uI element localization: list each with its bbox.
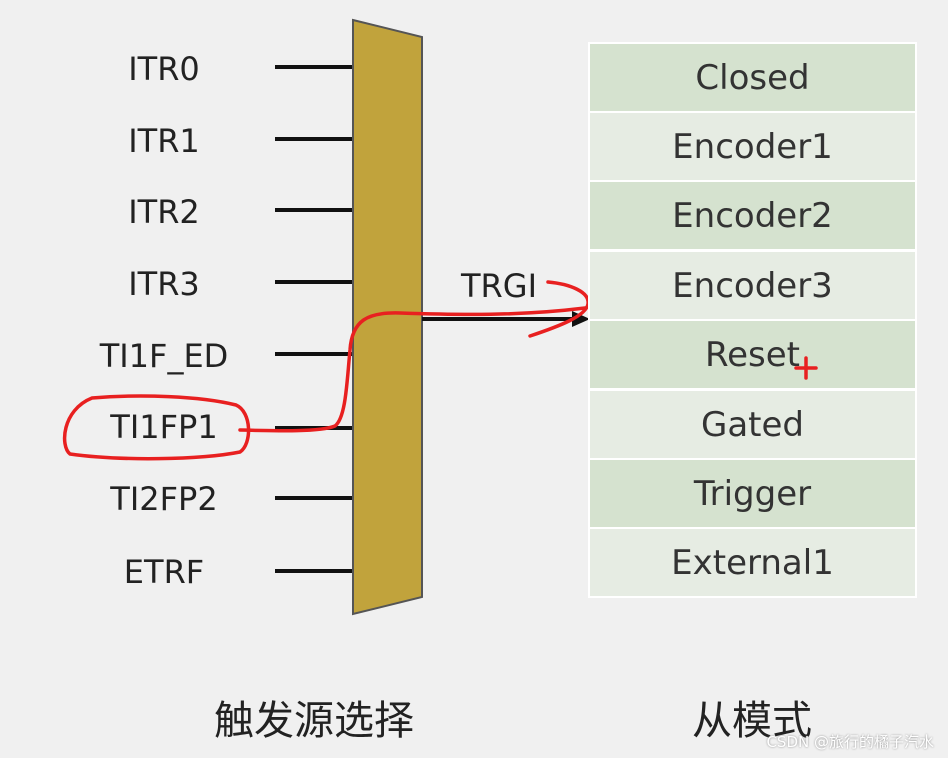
trgi-label: TRGI xyxy=(460,267,537,305)
mode-trigger: Trigger xyxy=(590,460,915,527)
input-label-itr2: ITR2 xyxy=(128,193,200,231)
watermark: CSDN @旅行的橘子汽水 xyxy=(766,733,934,751)
ti1fp1-circle-annotation xyxy=(62,394,251,461)
trigger-selector-mux xyxy=(352,18,423,616)
signal-path-annotation xyxy=(238,306,587,433)
input-lines xyxy=(275,65,353,573)
plus-mark-icon xyxy=(794,356,818,380)
arrow-scribble-annotation xyxy=(528,280,590,338)
input-label-itr1: ITR1 xyxy=(128,122,200,160)
input-label-etrf: ETRF xyxy=(124,553,204,591)
mode-gated: Gated xyxy=(590,391,915,458)
mode-encoder3: Encoder3 xyxy=(590,252,915,319)
mode-external1: External1 xyxy=(590,529,915,596)
mode-closed: Closed xyxy=(590,44,915,111)
mode-reset: Reset xyxy=(590,321,915,388)
input-label-itr0: ITR0 xyxy=(128,50,200,88)
input-label-ti1f-ed: TI1F_ED xyxy=(99,337,229,375)
input-label-ti2fp2: TI2FP2 xyxy=(109,480,217,518)
input-label-itr3: ITR3 xyxy=(128,265,200,303)
mode-encoder1: Encoder1 xyxy=(590,113,915,180)
caption-trigger-source: 触发源选择 xyxy=(214,698,414,744)
caption-slave-mode: 从模式 xyxy=(692,698,812,744)
input-label-ti1fp1: TI1FP1 xyxy=(109,408,217,446)
mode-encoder2: Encoder2 xyxy=(590,182,915,249)
